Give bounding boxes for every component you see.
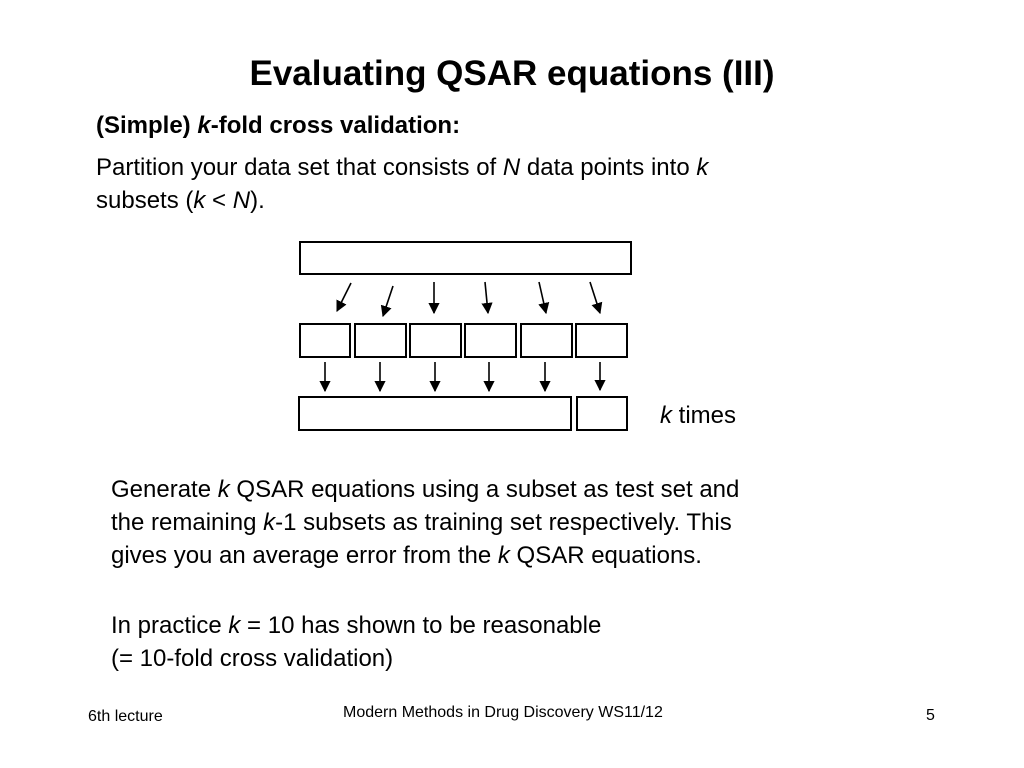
intro-text: Partition your data set that consists of xyxy=(96,154,503,181)
split-arrow xyxy=(380,285,394,318)
explanation-text: -1 subsets as training set respectively.… xyxy=(275,509,732,536)
subset-box xyxy=(299,323,351,358)
subset-box xyxy=(520,323,573,358)
practice-line-2: (= 10-fold cross validation) xyxy=(111,645,394,672)
practice-text: = 10 has shown to be reasonable xyxy=(240,612,602,639)
explanation-text: Generate xyxy=(111,476,218,503)
k-variable: k xyxy=(660,402,672,429)
footer-course: Modern Methods in Drug Discovery WS11/12 xyxy=(343,704,663,721)
subtitle-variable: k xyxy=(197,112,211,139)
subtitle-suffix: -fold cross validation: xyxy=(210,112,461,139)
subset-box xyxy=(464,323,517,358)
explanation-text: the remaining xyxy=(111,509,264,536)
times-text: times xyxy=(672,402,737,429)
explanation-variable: k xyxy=(497,542,510,569)
slide-title: Evaluating QSAR equations (III) xyxy=(249,54,775,93)
intro-variable: N xyxy=(232,187,251,214)
slide-subtitle: (Simple) k-fold cross validation: xyxy=(96,110,460,142)
split-arrow xyxy=(336,282,352,313)
test-set-box xyxy=(576,396,628,431)
intro-variable: k xyxy=(696,154,709,181)
training-set-box xyxy=(298,396,572,431)
split-arrow xyxy=(589,281,603,315)
intro-text: ). xyxy=(250,187,265,214)
explanation-variable: k xyxy=(217,476,230,503)
split-arrow xyxy=(481,281,493,315)
intro-paragraph: Partition your data set that consists of… xyxy=(96,151,708,217)
explanation-text: QSAR equations using a subset as test se… xyxy=(229,476,740,503)
split-arrow xyxy=(538,281,550,315)
subset-box xyxy=(354,323,407,358)
intro-variable: k xyxy=(193,187,206,214)
intro-line-2: subsets (k < N). xyxy=(96,184,708,217)
practice-line-1: In practice k = 10 has shown to be reaso… xyxy=(111,609,601,642)
subset-box xyxy=(575,323,628,358)
footer-lecture: 6th lecture xyxy=(88,708,163,725)
explanation-variable: k xyxy=(263,509,276,536)
intro-text: < xyxy=(205,187,233,214)
page-number: 5 xyxy=(926,707,935,724)
subset-box xyxy=(409,323,462,358)
explanation-line-3: gives you an average error from the k QS… xyxy=(111,539,739,572)
practice-text: In practice xyxy=(111,612,229,639)
explanation-paragraph: Generate k QSAR equations using a subset… xyxy=(111,473,739,572)
explanation-text: QSAR equations. xyxy=(509,542,702,569)
practice-paragraph: In practice k = 10 has shown to be reaso… xyxy=(111,609,601,675)
intro-line-1: Partition your data set that consists of… xyxy=(96,151,708,184)
k-times-label: k times xyxy=(660,400,736,432)
intro-text: subsets ( xyxy=(96,187,194,214)
explanation-line-1: Generate k QSAR equations using a subset… xyxy=(111,473,739,506)
intro-variable: N xyxy=(502,154,521,181)
subtitle-prefix: (Simple) xyxy=(96,112,198,139)
explanation-text: gives you an average error from the xyxy=(111,542,498,569)
explanation-line-2: the remaining k-1 subsets as training se… xyxy=(111,506,739,539)
full-dataset-box xyxy=(299,241,632,275)
practice-variable: k xyxy=(228,612,241,639)
intro-text: data points into xyxy=(520,154,697,181)
